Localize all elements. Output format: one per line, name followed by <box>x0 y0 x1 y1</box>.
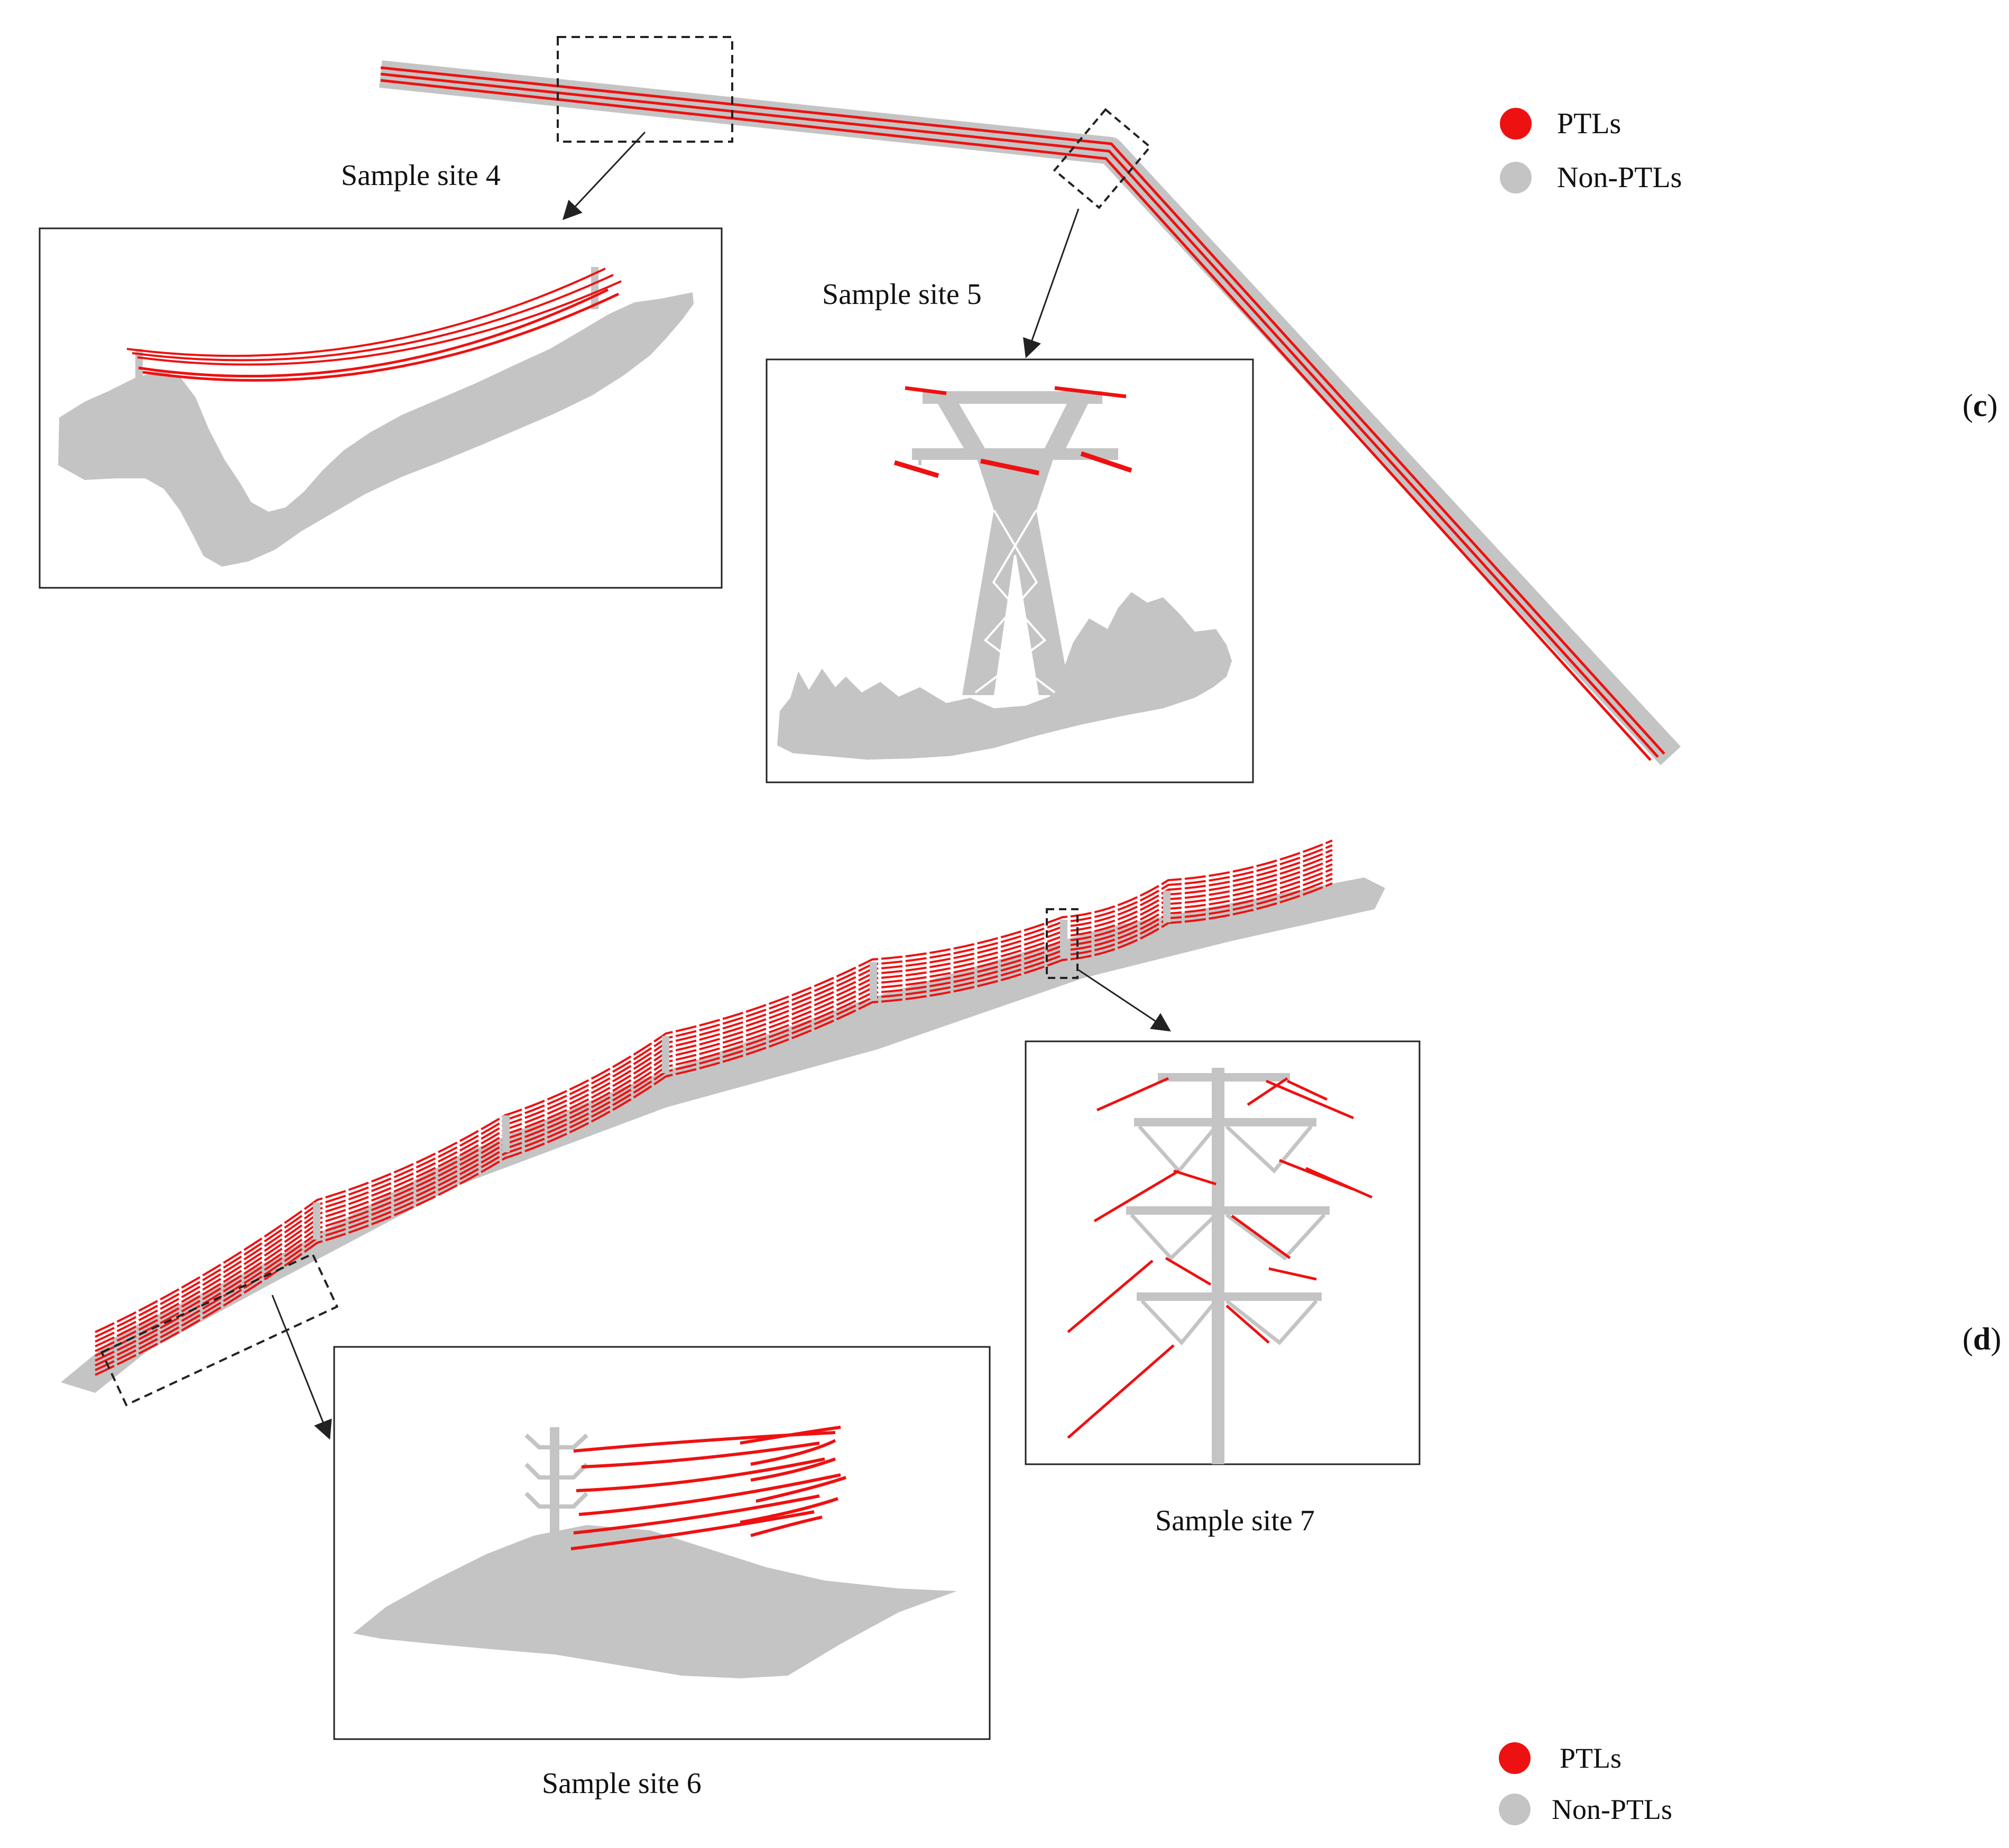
inset-site-4-tower-left <box>135 349 143 398</box>
ptl-line-2 <box>380 72 1659 758</box>
inset-site-5-tower-peak-right <box>1042 391 1094 455</box>
legend-c-ptl-label: PTLs <box>1557 107 1621 140</box>
inset-site-5-ptl-top-left <box>905 386 947 395</box>
inset-site-4-tower-right <box>591 267 598 309</box>
inset-site-7-pole <box>1212 1068 1224 1464</box>
region-marker-site-7 <box>1046 908 1079 979</box>
inset-site-5 <box>766 358 1254 783</box>
region-marker-site-6 <box>100 1252 339 1407</box>
ptl-line-3 <box>380 79 1652 761</box>
panel-d: Sample site 7 Sample site 6 <box>61 839 2001 1825</box>
ptl-line-1 <box>380 66 1665 755</box>
inset-site-5-ptl-left <box>893 460 939 478</box>
region-marker-site-4 <box>557 36 733 143</box>
site-5-caption: Sample site 5 <box>822 278 982 311</box>
legend-c-nonptl-label: Non-PTLs <box>1557 161 1682 194</box>
inset-site-6 <box>333 1346 991 1740</box>
site-7-caption: Sample site 7 <box>1155 1504 1315 1537</box>
inset-site-4-ptl-1 <box>126 267 606 357</box>
legend-c-nonptl-marker <box>1500 162 1532 193</box>
panel-d-terrain <box>61 877 1385 1393</box>
ptl-conductor <box>95 839 1333 1333</box>
arrow-site-6 <box>271 1295 332 1440</box>
inset-site-5-tower-peak <box>930 391 989 455</box>
legend-d-nonptl-label: Non-PTLs <box>1552 1794 1672 1825</box>
panel-d-overview <box>61 839 1385 1393</box>
inset-site-4 <box>39 227 723 589</box>
panel-d-towers <box>313 891 1171 1240</box>
panel-c-overview <box>379 60 1681 765</box>
inset-site-7-crossarm-2 <box>1134 1118 1316 1126</box>
site-6-caption: Sample site 6 <box>542 1767 702 1800</box>
inset-site-6-ptl-conductors <box>570 1426 846 1550</box>
ptl-conductor <box>95 882 1333 1376</box>
inset-site-5-ptl-center <box>980 458 1039 476</box>
legend-c-ptl-marker <box>1500 108 1532 140</box>
inset-site-7-ptl-conductors <box>1067 1077 1373 1439</box>
inset-site-7-crossarm-1 <box>1158 1073 1290 1082</box>
arrow-site-4 <box>562 131 646 220</box>
inset-site-5-tower-lattice <box>974 509 1056 694</box>
inset-site-4-terrain <box>58 292 694 567</box>
inset-site-4-ptl-4 <box>138 288 609 378</box>
inset-site-6-pole <box>550 1427 559 1644</box>
legend-c: PTLs Non-PTLs <box>1500 107 1682 194</box>
panel-d-label: (d) <box>1962 1322 2001 1356</box>
legend-d-ptl-marker <box>1499 1742 1531 1774</box>
inset-site-7-crossarm-4 <box>1137 1292 1322 1301</box>
arrow-site-5 <box>1023 208 1080 358</box>
inset-site-6-crossarms <box>524 1434 588 1509</box>
inset-site-4-ptl-2 <box>132 274 614 362</box>
inset-site-7 <box>1025 1040 1421 1465</box>
site-4-caption: Sample site 4 <box>341 159 501 192</box>
inset-site-4-ptl-5 <box>142 292 620 382</box>
inset-site-5-vegetation <box>777 592 1232 760</box>
legend-d-nonptl-marker <box>1499 1794 1531 1825</box>
region-marker-site-5 <box>1053 108 1152 209</box>
inset-site-5-crossarm-lower <box>912 448 1118 460</box>
inset-site-6-terrain <box>353 1525 957 1678</box>
legend-d-ptl-label: PTLs <box>1560 1742 1621 1774</box>
inset-site-5-ptl-right <box>1080 451 1132 473</box>
inset-site-7-crossarm-3 <box>1126 1206 1330 1215</box>
arrow-site-7 <box>1078 969 1171 1032</box>
inset-site-5-ptl-top-right <box>1054 386 1127 399</box>
legend-d: PTLs Non-PTLs <box>1499 1742 1672 1825</box>
panel-c-label: (c) <box>1962 388 1998 423</box>
panel-c: PTLs Non-PTLs Sample site 4 Sample site … <box>39 36 1998 783</box>
inset-site-4-ptl-3 <box>137 280 622 366</box>
